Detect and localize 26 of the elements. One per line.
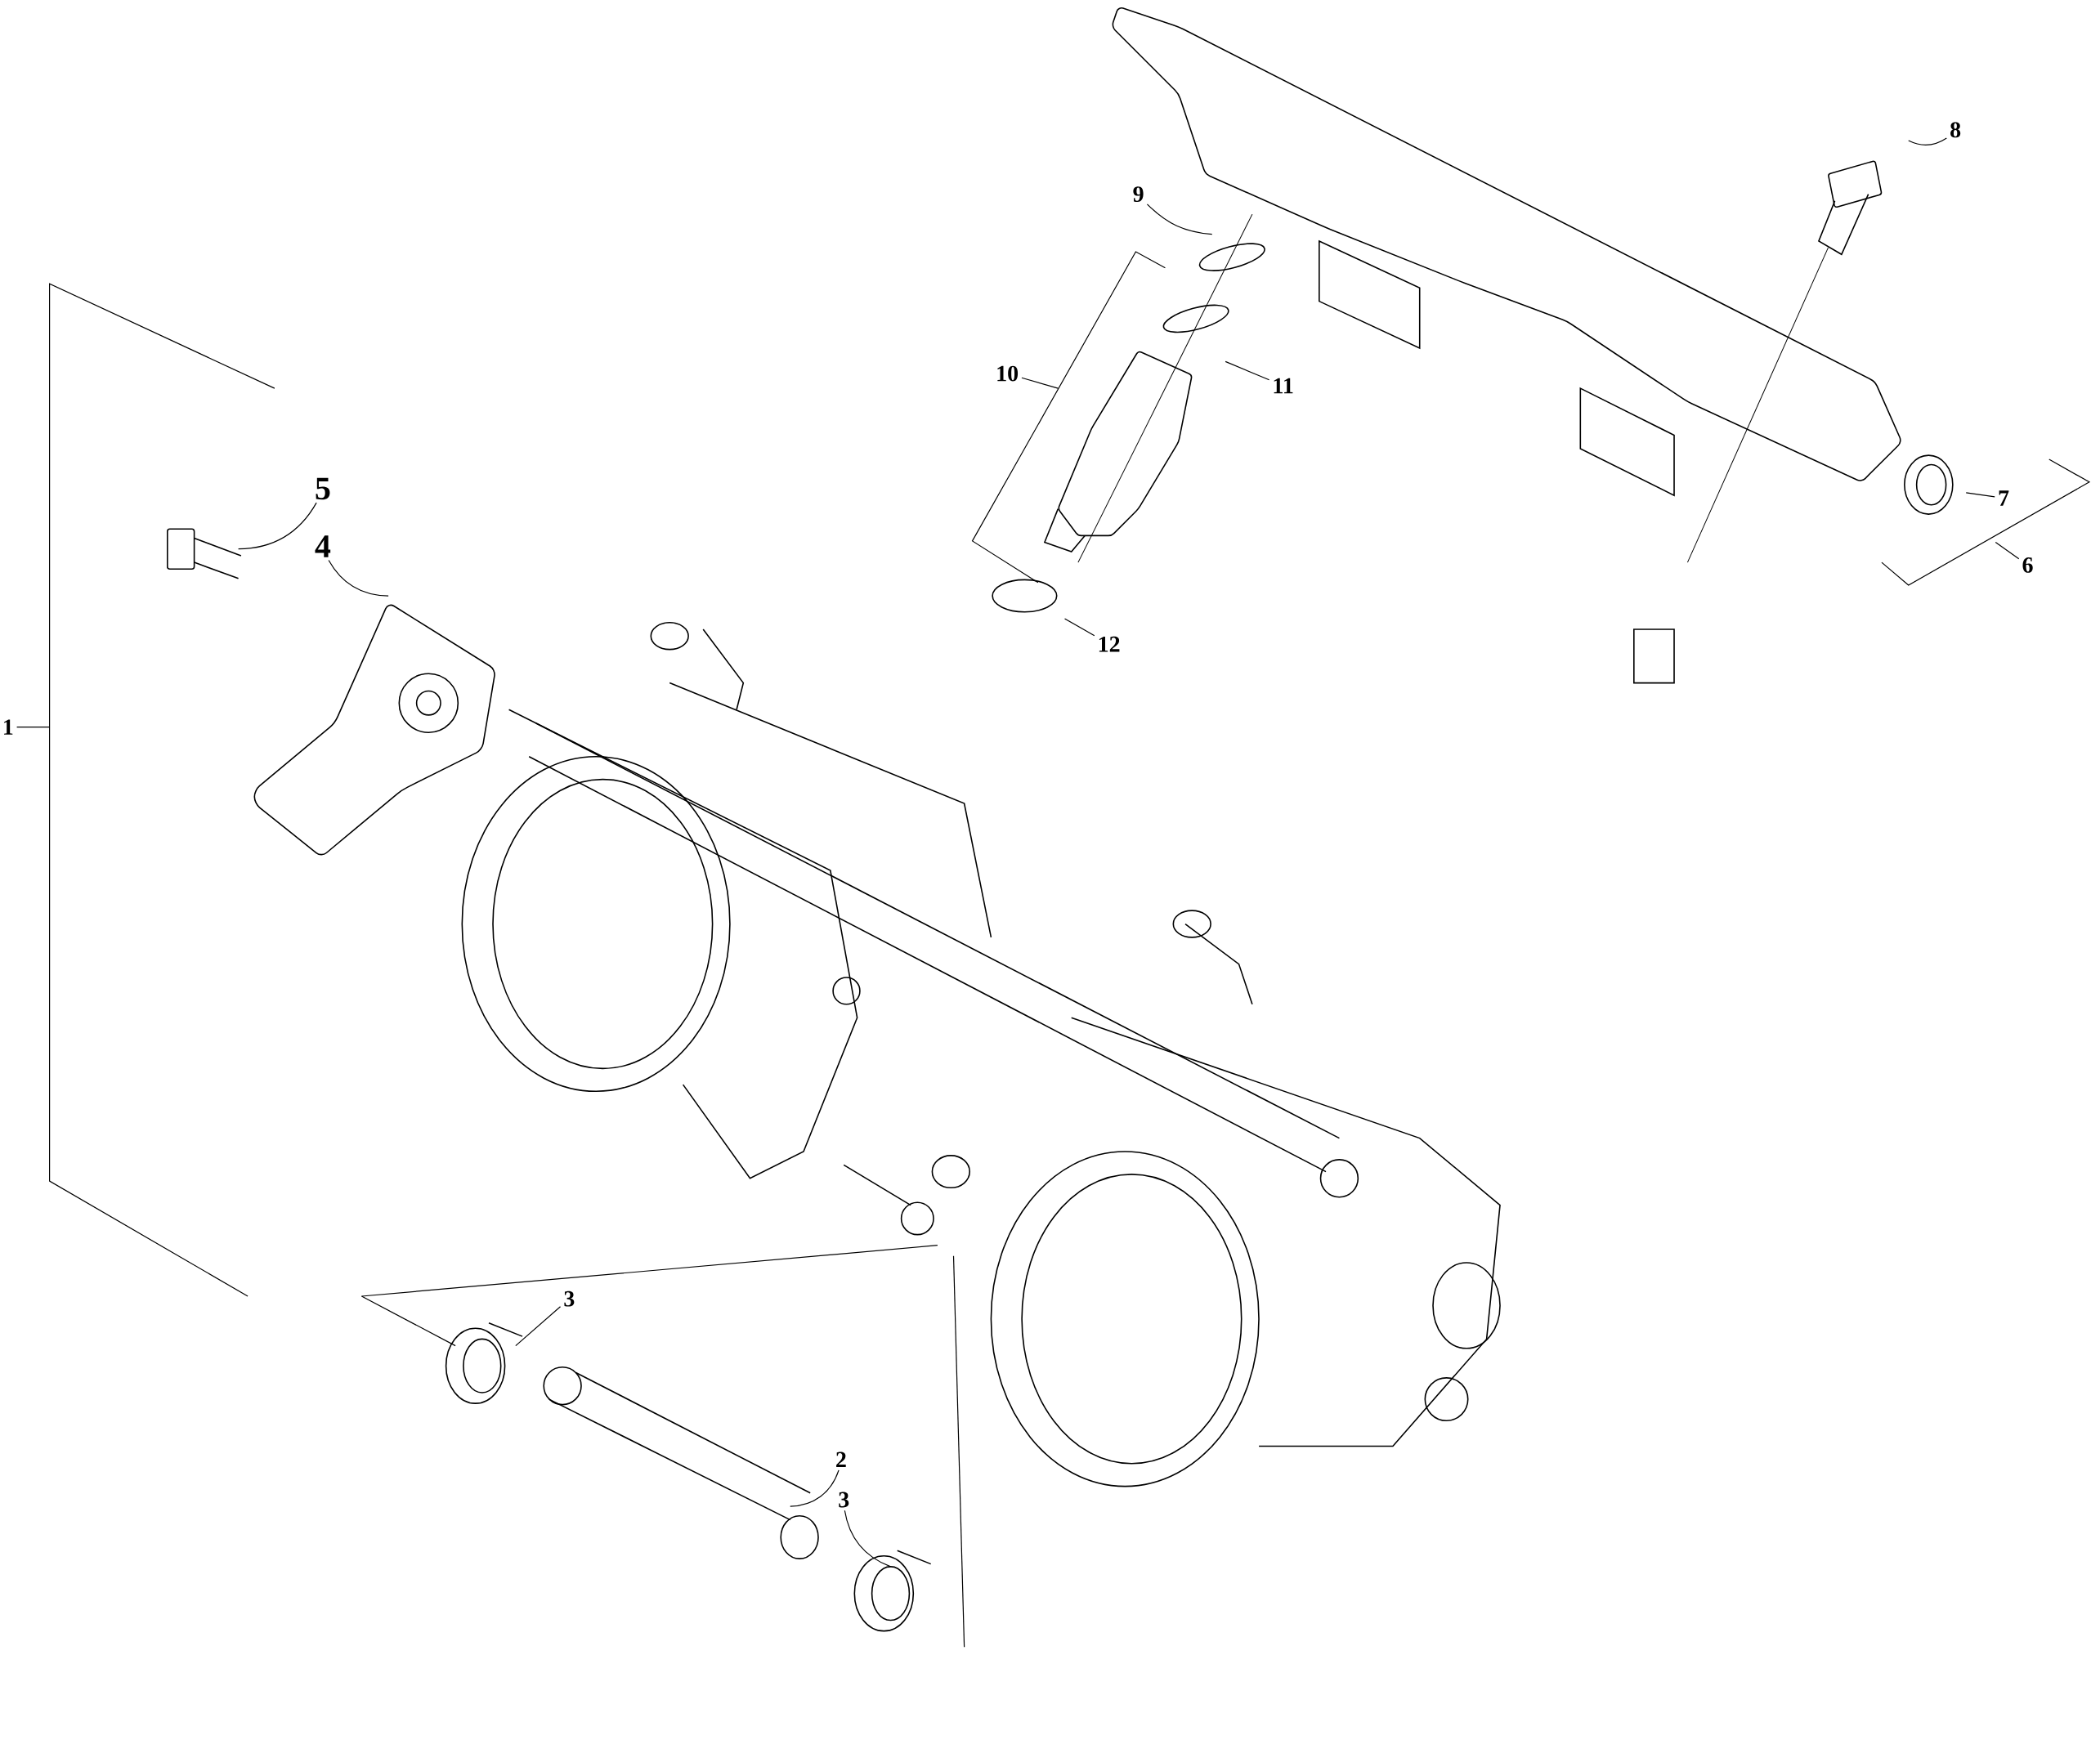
callout-number: 9 — [1133, 186, 1144, 202]
leader-line — [515, 1306, 562, 1347]
leader-line — [790, 1469, 840, 1507]
leader-line — [1063, 618, 1095, 637]
callout-number: 3 — [839, 1492, 849, 1508]
callout-number: 6 — [2022, 557, 2033, 573]
leader-line — [1965, 492, 1995, 498]
leader-line — [1225, 360, 1270, 381]
callout-number: 5 — [316, 477, 330, 500]
callout-number: 10 — [997, 365, 1019, 382]
leader-line — [844, 1510, 892, 1568]
callout-number: 7 — [1999, 490, 2009, 506]
callout-number: 11 — [1274, 378, 1293, 394]
callout-number: 1 — [4, 719, 13, 735]
callout-number: 3 — [564, 1290, 575, 1307]
leader-line — [1908, 137, 1947, 145]
leader-line — [238, 502, 317, 550]
leader-line — [1146, 204, 1213, 235]
leader-line — [16, 727, 51, 728]
callout-number: 4 — [315, 535, 331, 557]
leader-line — [1995, 541, 2020, 560]
callout-number: 8 — [1950, 122, 1961, 138]
callout-number: 12 — [1099, 636, 1120, 652]
leader-line — [328, 559, 389, 597]
callout-number: 2 — [836, 1451, 846, 1468]
leader-line — [1021, 377, 1059, 389]
